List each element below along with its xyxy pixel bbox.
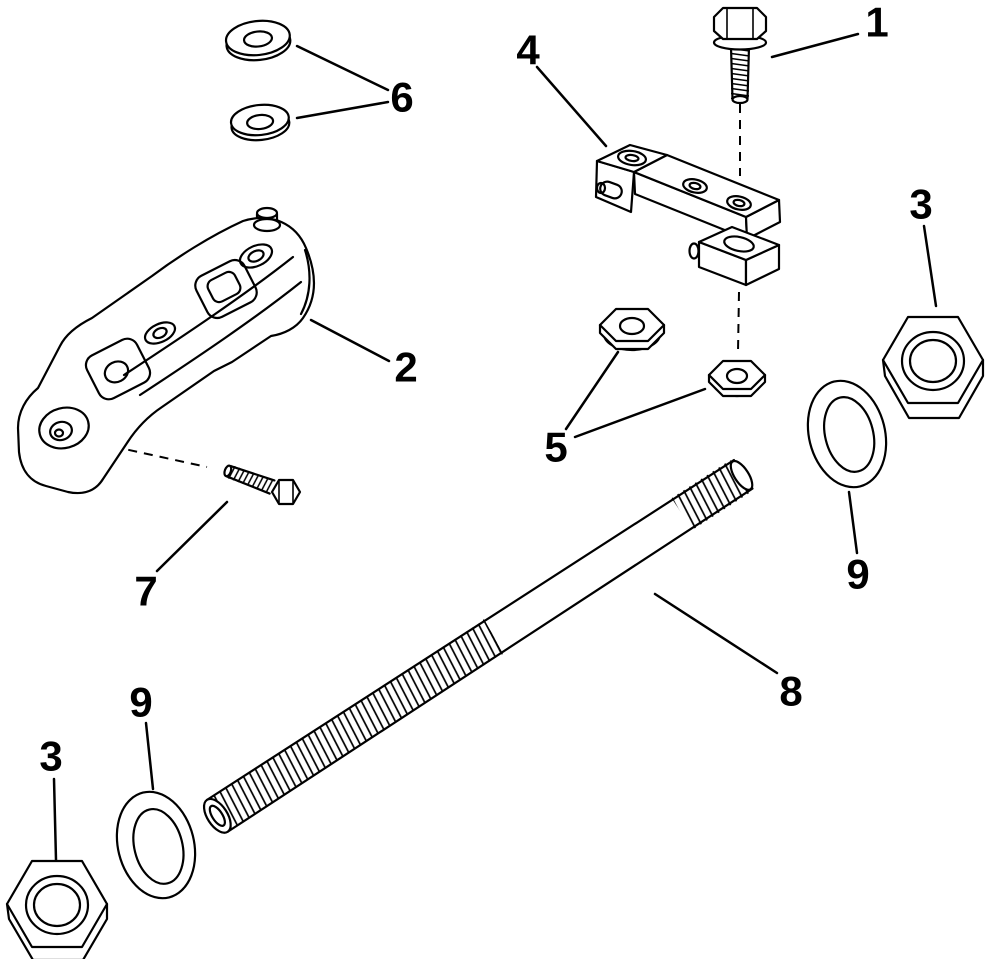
part-clamp-bracket [16,206,315,495]
part-callout-8: 8 [779,668,802,715]
part-washers-top [224,19,292,142]
part-flange-nuts [598,307,767,398]
part-callout-9b: 9 [129,679,152,726]
part-callout-3a: 3 [909,181,932,228]
part-callout-2: 2 [394,344,417,391]
part-anchor-bracket [594,143,782,287]
part-callout-9a: 9 [846,551,869,598]
part-washer-left [115,790,197,900]
part-callout-1: 1 [865,0,888,46]
part-locknut-left [5,859,109,959]
part-callout-6: 6 [390,74,413,121]
part-callout-3b: 3 [39,733,62,780]
leader-lines [52,32,938,862]
part-hex-bolt [712,6,768,105]
part-locknut-right [881,315,985,420]
part-small-bolt [223,464,302,506]
part-threaded-rod [202,458,754,834]
callout-layer: 1 4 6 3 2 5 9 7 8 9 3 [39,0,932,780]
part-callout-7: 7 [134,568,157,615]
part-washer-right [806,379,888,489]
part-callout-4: 4 [516,27,540,74]
part-callout-5: 5 [544,424,567,471]
